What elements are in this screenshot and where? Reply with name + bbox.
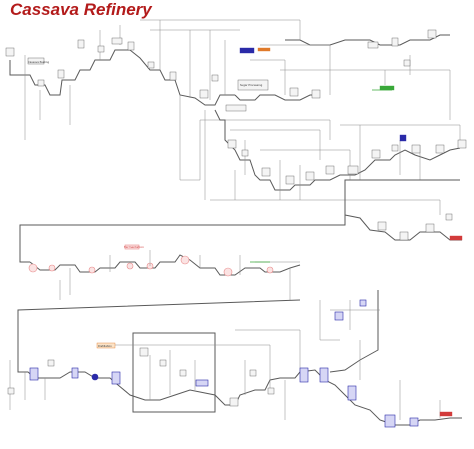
section-liquefaction — [214, 109, 461, 191]
label-distillation: Distillation — [98, 344, 112, 348]
thin-lines-top — [24, 19, 451, 200]
main-pipe-1 — [9, 49, 130, 96]
thin-lines-bottom — [9, 300, 441, 420]
page-title: Cassava Refinery — [10, 0, 152, 19]
main-pipe-3 — [234, 94, 320, 101]
pipe-right-column — [329, 290, 379, 373]
pink-equipment — [28, 244, 274, 277]
thin-lines-fermentation — [59, 250, 300, 300]
section-distillation — [17, 290, 462, 426]
blue-equipment — [29, 299, 419, 428]
main-pipe-7 — [17, 299, 326, 406]
pipe-upper-right — [285, 34, 450, 46]
small-equipment-right — [377, 213, 463, 241]
label-sugar-processing: Sugar Processing — [240, 83, 263, 87]
label-fermentation: Fermentation — [124, 245, 144, 249]
main-pipe-6 — [29, 254, 301, 276]
main-pipe-5 — [354, 147, 461, 176]
green-stream — [250, 89, 392, 263]
loop-box — [132, 332, 216, 413]
small-equipment-middle — [225, 104, 467, 185]
section-fermentation — [29, 254, 301, 276]
connector-pipe — [19, 179, 460, 263]
label-cassava-peeling: Cassava Peeling — [28, 60, 49, 64]
small-equipment-top — [5, 29, 437, 99]
main-pipe-4 — [214, 109, 355, 191]
small-equipment-bottom — [7, 342, 453, 417]
thin-lines-middle — [210, 124, 461, 215]
main-pipe-2 — [129, 49, 235, 106]
